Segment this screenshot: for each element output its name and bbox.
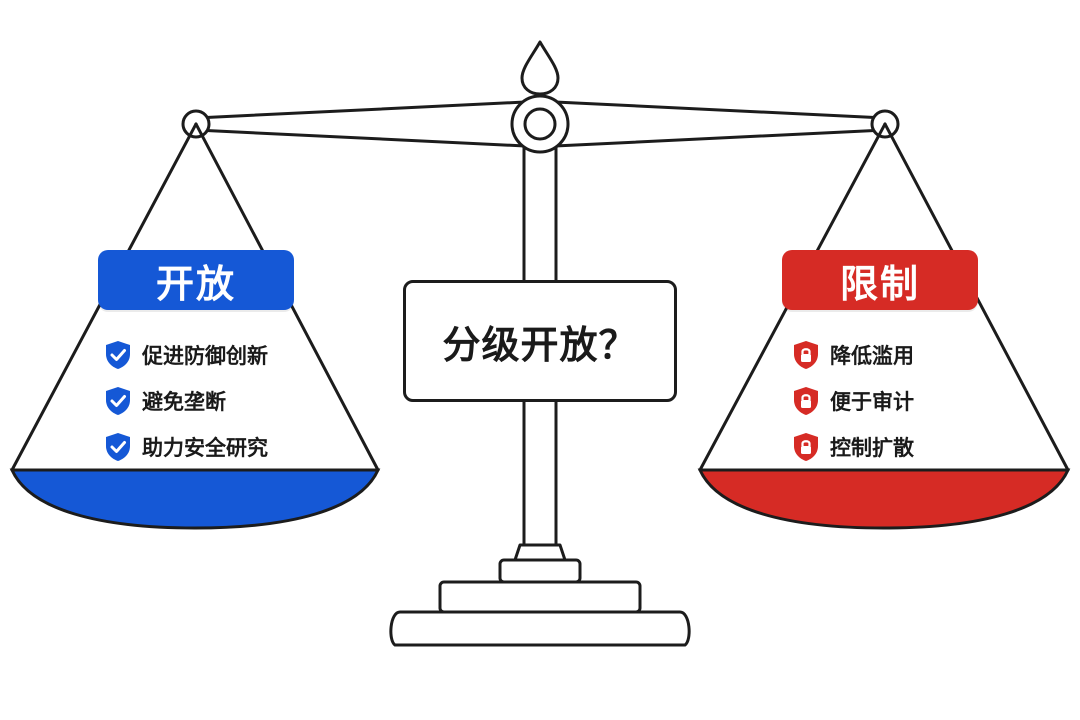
list-item-label: 避免垄断 [142,390,226,414]
scale-base-middle [438,580,642,614]
list-item-label: 降低滥用 [830,344,914,368]
left-pan [9,468,381,530]
shield-lock-icon [792,431,820,463]
restrict-benefits-list: 降低滥用 便于审计 控制扩散 [792,332,914,470]
list-item: 便于审计 [792,378,914,424]
center-question-text: 分级开放？ [442,322,638,367]
open-benefits-list: 促进防御创新 避免垄断 助力安全研究 [104,332,268,470]
open-label: 开放 [98,250,294,310]
shield-check-icon [104,339,132,371]
list-item: 降低滥用 [792,332,914,378]
list-item-label: 促进防御创新 [142,344,268,368]
center-question-sign: 分级开放？ [403,280,677,402]
shield-lock-icon [792,385,820,417]
list-item-label: 便于审计 [830,390,914,414]
shield-lock-icon [792,339,820,371]
shield-check-icon [104,385,132,417]
list-item-label: 控制扩散 [830,436,914,460]
list-item: 促进防御创新 [104,332,268,378]
scale-neck [513,543,567,562]
list-item-label: 助力安全研究 [142,436,268,460]
scale-base-top [498,558,582,584]
restrict-label: 限制 [782,250,978,310]
scale-base-bottom [389,610,691,647]
right-pan [697,468,1071,530]
list-item: 避免垄断 [104,378,268,424]
list-item: 控制扩散 [792,424,914,470]
shield-check-icon [104,431,132,463]
scale-finial [520,40,560,96]
list-item: 助力安全研究 [104,424,268,470]
